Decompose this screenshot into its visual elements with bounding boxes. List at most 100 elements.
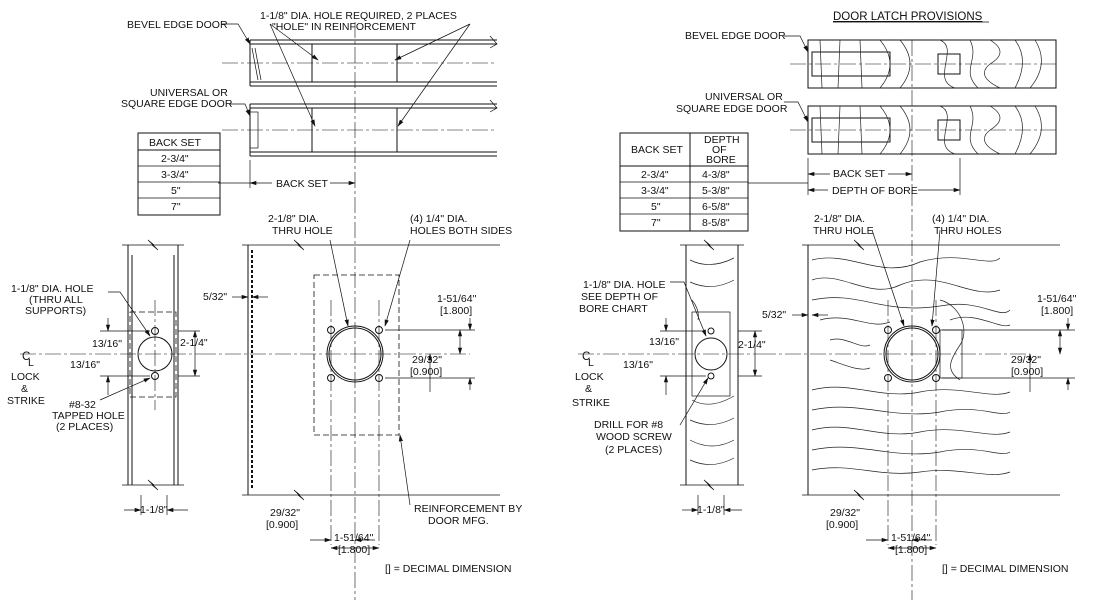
dim-bottom-1-1-8: 1-1/8": [697, 504, 725, 516]
label-universal-or: UNIVERSAL OR: [150, 87, 228, 99]
dim-bottom-29-32: 29/32": [270, 507, 300, 519]
label-dia-hole: 1-1/8" DIA. HOLE: [583, 279, 666, 291]
label-thru-hole-dia: 2-1/8" DIA.: [814, 213, 865, 225]
right-labels: DOOR LATCH PROVISIONS BEVEL EDGE DOOR UN…: [572, 11, 1077, 575]
label-see-depth: SEE DEPTH OF: [581, 291, 658, 303]
left-backset-table: [137, 132, 221, 216]
label-bore-chart: BORE CHART: [579, 303, 648, 315]
dim-29-32: 29/32": [412, 354, 442, 366]
label-strike: STRIKE: [7, 395, 45, 407]
dim-0-900: [0.900]: [1011, 366, 1043, 378]
drawing-title: DOOR LATCH PROVISIONS: [833, 11, 983, 23]
label-thru-holes: THRU HOLES: [934, 225, 1002, 237]
table-cell: 8-5/8": [702, 217, 730, 229]
centerline-symbol-sub: L: [588, 357, 594, 369]
centerline-symbol: C: [582, 351, 590, 363]
label-two-places: (2 PLACES): [605, 444, 662, 456]
label-supports: SUPPORTS): [25, 305, 86, 317]
right-strike-elevation: [578, 239, 762, 515]
dim-29-32: 29/32": [1011, 354, 1041, 366]
table-cell: 6-5/8": [702, 201, 730, 213]
dim-0-900: [0.900]: [410, 366, 442, 378]
dim-1-51-64: 1-51/64": [437, 293, 477, 305]
label-strike: STRIKE: [572, 397, 610, 409]
label-bevel-edge-door: BEVEL EDGE DOOR: [685, 30, 786, 42]
label-lock: LOCK: [11, 371, 40, 383]
label-decimal-dimension: [] = DECIMAL DIMENSION: [942, 563, 1069, 575]
table-cell: 3-3/4": [641, 185, 669, 197]
left-top-sections: [218, 22, 498, 600]
dim-bottom-1-800: [1.800]: [338, 544, 370, 556]
right-door-elevation: [760, 229, 1075, 551]
label-back-set: BACK SET: [276, 178, 329, 190]
label-lock: LOCK: [575, 371, 604, 383]
label-reinforcement: REINFORCEMENT BY: [414, 503, 522, 515]
table-cell: 2-3/4": [161, 153, 189, 165]
label-hole-in-reinforcement: "HOLE" IN REINFORCEMENT: [272, 21, 417, 33]
dim-5-32: 5/32": [203, 291, 227, 303]
label-square-edge-door: SQUARE EDGE DOOR: [676, 103, 788, 115]
left-drawing: BEVEL EDGE DOOR 1-1/8" DIA. HOLE REQUIRE…: [7, 10, 522, 600]
centerline-symbol: C: [22, 351, 30, 363]
table-cell: 5": [651, 201, 661, 213]
dim-13-16-lower: 13/16": [70, 359, 100, 371]
left-door-elevation: [200, 239, 500, 551]
label-tapped-hole: TAPPED HOLE: [52, 410, 125, 422]
dim-bottom-29-32: 29/32": [830, 507, 860, 519]
label-universal-or: UNIVERSAL OR: [705, 91, 783, 103]
label-holes-both-sides: HOLES BOTH SIDES: [410, 225, 512, 237]
label-wood-screw: WOOD SCREW: [596, 431, 672, 443]
dim-2-1-4: 2-1/4": [180, 337, 208, 349]
table-cell: 4-3/8": [702, 169, 730, 181]
dim-1-51-64: 1-51/64": [1037, 293, 1077, 305]
dim-13-16-upper: 13/16": [92, 338, 122, 350]
label-thru-all: (THRU ALL: [29, 294, 83, 306]
dim-2-1-4: 2-1/4": [738, 339, 766, 351]
table-header-of: OF: [712, 144, 727, 156]
label-ampersand: &: [21, 383, 28, 395]
dim-5-32: 5/32": [762, 309, 786, 321]
dim-1-800: [1.800]: [440, 305, 472, 317]
right-drawing: DOOR LATCH PROVISIONS BEVEL EDGE DOOR UN…: [572, 11, 1077, 600]
dim-bottom-1-51-64: 1-51/64": [891, 532, 931, 544]
dim-bottom-0-900: [0.900]: [826, 519, 858, 531]
right-bore-table: [619, 132, 749, 232]
table-cell: 3-3/4": [161, 169, 189, 181]
label-thru-holes-dia: (4) 1/4" DIA.: [932, 213, 989, 225]
dim-13-16-lower: 13/16": [623, 359, 653, 371]
dim-bottom-0-900: [0.900]: [266, 519, 298, 531]
label-thru-hole-dia: 2-1/8" DIA.: [268, 213, 319, 225]
dim-bottom-1-51-64: 1-51/64": [334, 532, 374, 544]
label-hole-required: 1-1/8" DIA. HOLE REQUIRED, 2 PLACES: [260, 10, 457, 22]
table-header-bore: BORE: [706, 154, 736, 166]
label-holes-dia: (4) 1/4" DIA.: [410, 213, 467, 225]
label-square-edge-door: SQUARE EDGE DOOR: [121, 98, 233, 110]
table-cell: 5-3/8": [702, 185, 730, 197]
table-header-back-set: BACK SET: [149, 137, 202, 149]
right-top-sections: [748, 35, 1057, 600]
table-cell: 5": [171, 185, 181, 197]
dim-bottom-1-1-8: 1-1/8": [140, 504, 168, 516]
label-bevel-edge-door: BEVEL EDGE DOOR: [127, 19, 228, 31]
label-two-places: (2 PLACES): [56, 421, 113, 433]
table-cell: 2-3/4": [641, 169, 669, 181]
left-strike-elevation: [20, 239, 200, 515]
dim-bottom-1-800: [1.800]: [895, 544, 927, 556]
table-header-back-set: BACK SET: [631, 144, 684, 156]
label-decimal-dimension: [] = DECIMAL DIMENSION: [385, 563, 512, 575]
label-back-set: BACK SET: [833, 168, 886, 180]
label-dia-hole: 1-1/8" DIA. HOLE: [11, 283, 94, 295]
label-thru-hole: THRU HOLE: [272, 225, 333, 237]
table-header-depth: DEPTH: [704, 134, 740, 146]
table-cell: 7": [171, 201, 181, 213]
dim-1-800: [1.800]: [1041, 305, 1073, 317]
label-thru-hole: THRU HOLE: [813, 225, 874, 237]
table-cell: 7": [651, 217, 661, 229]
centerline-symbol-sub: L: [28, 357, 34, 369]
left-labels: BEVEL EDGE DOOR 1-1/8" DIA. HOLE REQUIRE…: [7, 10, 522, 575]
label-ampersand: &: [585, 383, 592, 395]
label-tapped-size: #8-32: [69, 399, 96, 411]
label-door-mfg: DOOR MFG.: [428, 515, 489, 527]
label-depth-of-bore: DEPTH OF BORE: [832, 185, 918, 197]
